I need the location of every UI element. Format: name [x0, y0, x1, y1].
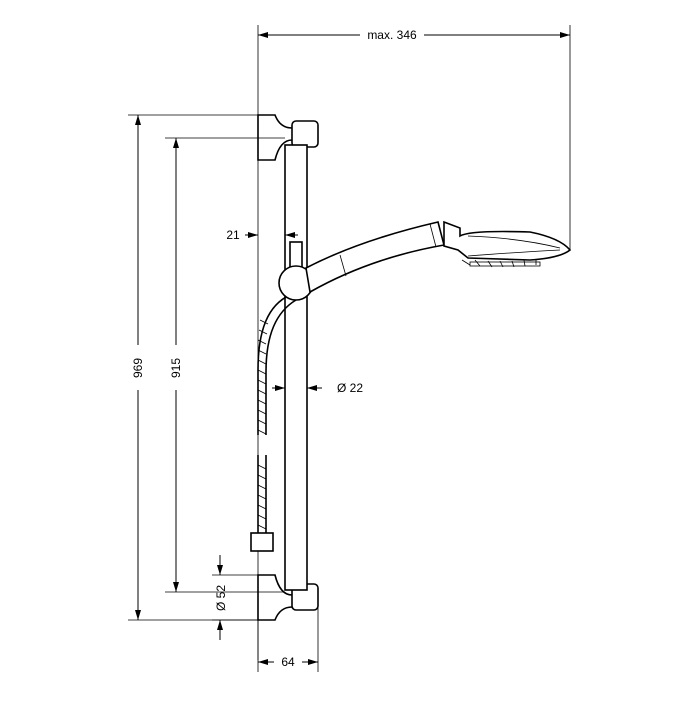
slider-holder	[278, 241, 314, 301]
rail-diameter-label: Ø 22	[337, 381, 363, 395]
rail-length-label: 915	[169, 358, 183, 378]
bracket-depth-label: 64	[281, 655, 295, 669]
dimension-wall-offset: 21	[226, 225, 298, 250]
hand-shower	[305, 220, 572, 294]
dimension-rail-diameter: Ø 22	[272, 381, 363, 395]
dimension-overall-height: 969	[128, 114, 258, 621]
dimension-bracket-depth: 64	[257, 605, 319, 672]
slide-rail	[284, 144, 308, 591]
wall-offset-label: 21	[226, 228, 240, 242]
bracket-diameter-label: Ø 52	[214, 585, 228, 611]
max-width-label: max. 346	[367, 28, 417, 42]
dimension-max-width: max. 346	[258, 25, 571, 250]
shower-set-outline	[250, 25, 572, 660]
top-wall-bracket	[257, 114, 319, 161]
overall-height-label: 969	[131, 358, 145, 378]
dimension-bracket-diameter: Ø 52	[212, 555, 258, 640]
metal-hose	[250, 294, 297, 552]
dimension-rail-length: 915	[165, 137, 285, 593]
hose-connector	[250, 532, 274, 552]
